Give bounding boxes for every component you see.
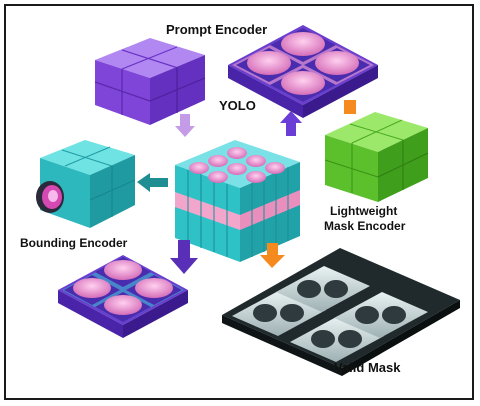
top-brain-2: [236, 48, 302, 82]
mask-encoder-cube: [324, 112, 429, 202]
yolo-top-brains: [189, 147, 285, 183]
prompt-encoder-label: Prompt Encoder: [166, 22, 268, 37]
bottom-brain-1: [95, 257, 151, 287]
valid-mask-panel: [222, 248, 460, 376]
mask-encoder-label-line1: Lightweight: [330, 204, 398, 218]
top-brain-tray: [228, 25, 378, 118]
bounding-encoder-box: [36, 140, 136, 228]
bottom-brain-tray: [58, 255, 188, 338]
arrow-yolo-to-bounding: [137, 173, 168, 192]
bottom-brain-4: [95, 292, 151, 322]
arrow-yolo-to-top-tray: [280, 111, 302, 136]
bottom-brain-2: [64, 275, 120, 305]
mask-encoder-label-line2: Mask Encoder: [324, 219, 406, 233]
bottom-brain-3: [126, 275, 182, 305]
top-brain-3: [304, 48, 370, 82]
scan-slice-2: [276, 266, 370, 312]
arrow-yolo-to-valid-mask: [260, 243, 285, 268]
top-brain-1: [270, 28, 336, 62]
valid-mask-label: Valid Mask: [334, 360, 401, 375]
arrow-encoder-to-tray: [344, 100, 356, 114]
arrow-prompt-to-yolo: [175, 114, 195, 137]
scan-slice-4: [334, 292, 428, 338]
yolo-cube: [175, 140, 300, 262]
arrow-yolo-to-bottom-tray: [170, 240, 198, 274]
yolo-label: YOLO: [219, 98, 256, 113]
bounding-encoder-label: Bounding Encoder: [20, 236, 128, 250]
prompt-encoder-cube: [94, 38, 206, 125]
camera-lens-icon: [36, 181, 64, 213]
top-brain-4: [270, 68, 336, 102]
